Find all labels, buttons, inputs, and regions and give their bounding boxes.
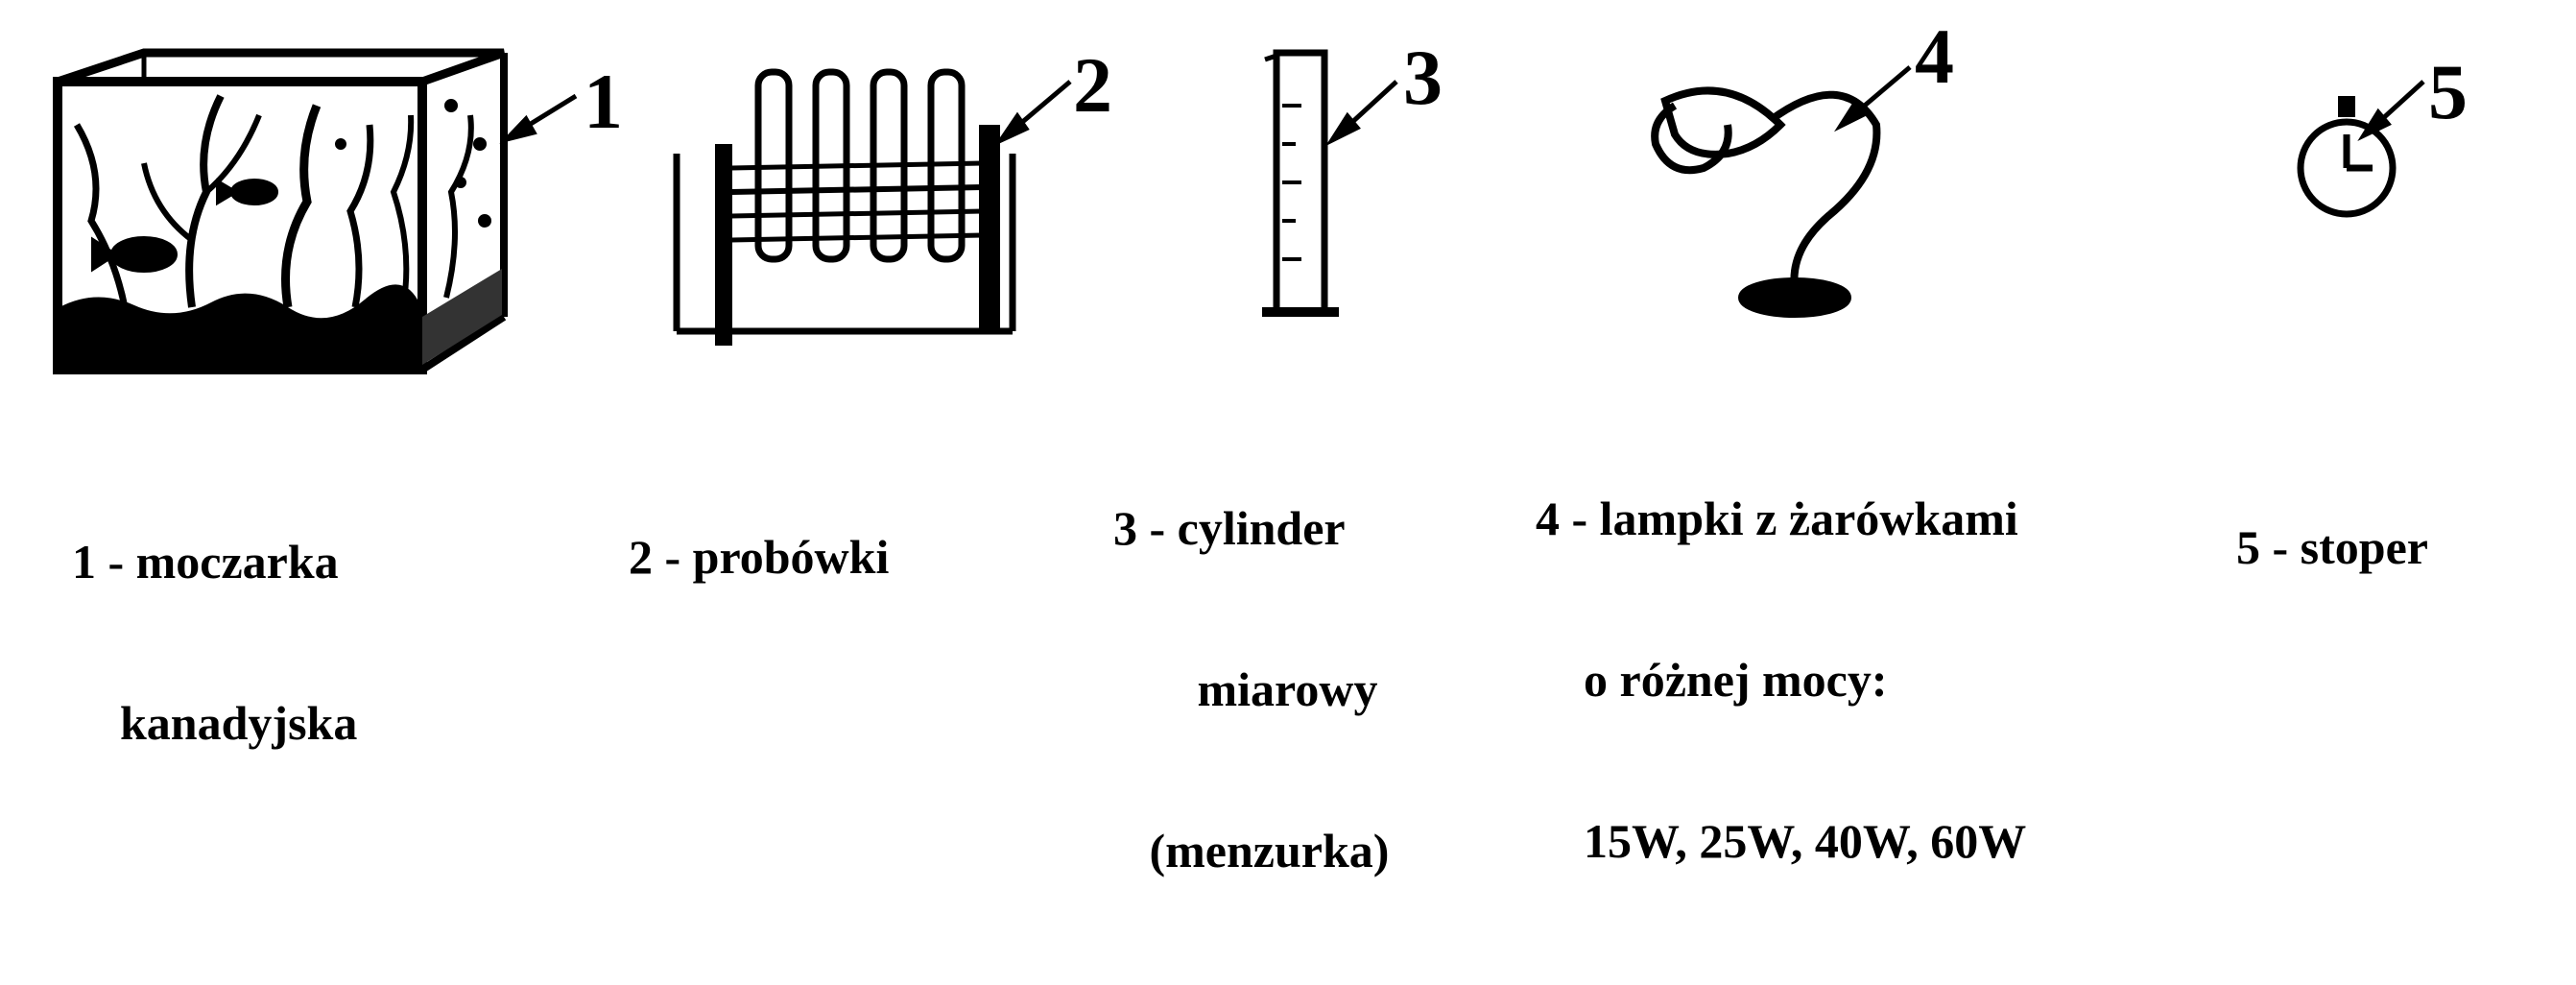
pointer-arrow-1 — [499, 93, 578, 144]
item-label-1-line-2: kanadyjska — [72, 696, 358, 750]
item-number-2: 2 — [1073, 41, 1112, 129]
item-label-1-line-1: 1 - moczarka — [72, 535, 339, 589]
item-label-5: 5 - stoper — [2236, 413, 2428, 682]
item-number-5: 5 — [2428, 48, 2468, 135]
diagram-canvas: 1 2 3 4 5 1 - moczarka kanadyjska 2 - pr… — [53, 12, 2468, 877]
stopwatch-icon — [2297, 96, 2397, 218]
item-label-2: 2 - probówki — [629, 422, 889, 691]
pointer-arrow-2 — [993, 80, 1072, 147]
item-label-3-line-3: (menzurka) — [1113, 824, 1390, 877]
pointer-arrow-3 — [1325, 80, 1398, 147]
item-label-1: 1 - moczarka kanadyjska — [72, 427, 357, 857]
aquarium-icon — [53, 48, 508, 374]
item-label-2-line-1: 2 - probówki — [629, 530, 890, 584]
item-label-3-line-2: miarowy — [1113, 662, 1378, 716]
item-number-3: 3 — [1403, 34, 1443, 121]
pointer-arrow-5 — [2357, 80, 2425, 141]
item-number-1: 1 — [584, 58, 623, 145]
item-label-5-line-1: 5 - stoper — [2236, 520, 2428, 574]
item-label-3-line-1: 3 - cylinder — [1113, 501, 1346, 555]
item-label-4-line-2: o różnej mocy: — [1536, 653, 1888, 707]
item-label-4-line-3: 15W, 25W, 40W, 60W — [1536, 814, 2027, 868]
item-label-3: 3 - cylinder miarowy (menzurka) — [1113, 394, 1389, 985]
desk-lamp-icon — [1651, 86, 1881, 318]
item-label-4: 4 - lampki z żarówkami o różnej mocy: 15… — [1536, 384, 2026, 975]
test-tube-rack-icon — [673, 68, 1016, 346]
measuring-cylinder-icon — [1262, 49, 1339, 317]
item-number-4: 4 — [1915, 12, 1954, 100]
pointer-arrow-4 — [1834, 65, 1912, 132]
item-label-4-line-1: 4 - lampki z żarówkami — [1536, 492, 2018, 545]
drawings — [53, 48, 2425, 374]
